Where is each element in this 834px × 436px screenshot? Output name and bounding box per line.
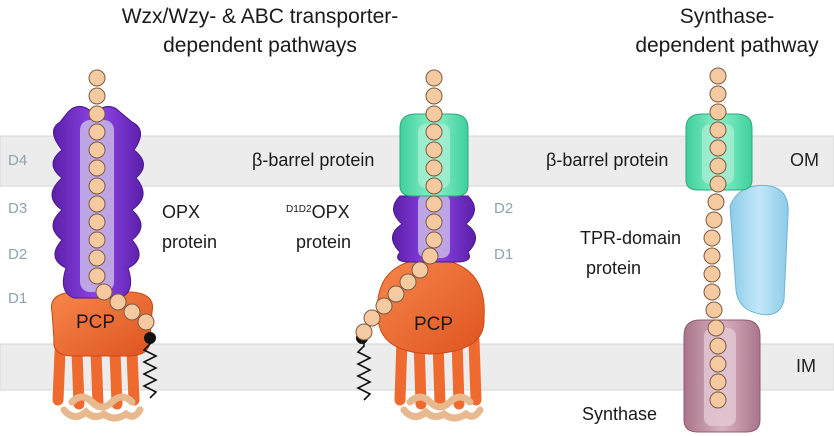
d1d2-opx-label-line1: D1D2OPX — [286, 202, 350, 223]
domain-label-d2-middle: D2 — [494, 200, 514, 217]
sugar-bead-left — [88, 249, 106, 267]
sugar-bead-right — [703, 283, 721, 301]
sugar-bead-middle — [375, 297, 393, 315]
sugar-bead-right — [709, 139, 727, 157]
domain-label-d1: D1 — [8, 290, 28, 307]
sugar-bead-left — [88, 267, 106, 285]
beta-barrel-label-middle: β-barrel protein — [252, 150, 375, 170]
sugar-bead-middle — [425, 123, 443, 141]
tpr-label-line1: TPR-domain — [580, 228, 682, 248]
sugar-bead-middle — [425, 195, 443, 213]
tpr-domain-protein — [729, 184, 789, 316]
sugar-bead-left — [88, 231, 106, 249]
polysaccharide-chains — [88, 67, 727, 409]
sugar-bead-left — [109, 293, 127, 311]
sugar-bead-left — [123, 303, 141, 321]
sugar-bead-middle — [425, 87, 443, 105]
sugar-bead-right — [703, 247, 721, 265]
sugar-bead-right — [709, 67, 727, 85]
sugar-bead-right — [705, 301, 723, 319]
pcp-label-left: PCP — [76, 312, 116, 333]
sugar-bead-middle — [399, 273, 417, 291]
sugar-bead-right — [707, 319, 725, 337]
sugar-bead-left — [88, 141, 106, 159]
sugar-bead-middle — [425, 177, 443, 195]
sugar-bead-left — [88, 123, 106, 141]
opx-label-line2: protein — [162, 232, 218, 252]
sugar-bead-right — [703, 265, 721, 283]
sugar-bead-middle — [425, 213, 443, 231]
sugar-bead-middle — [425, 105, 443, 123]
sugar-bead-left — [95, 283, 113, 301]
sugar-bead-right — [709, 121, 727, 139]
sugar-bead-left — [88, 69, 106, 87]
synthase-label: Synthase — [582, 404, 658, 424]
domain-label-d4: D4 — [8, 152, 28, 169]
domain-label-d3: D3 — [8, 200, 28, 217]
d1d2-opx-label-line2: protein — [296, 232, 352, 252]
domain-label-d2: D2 — [8, 246, 28, 263]
inner-membrane-label: IM — [796, 356, 816, 376]
lipid-anchor-left — [142, 332, 158, 399]
sugar-bead-left — [88, 177, 106, 195]
sugar-bead-right — [705, 211, 723, 229]
sugar-bead-right — [709, 373, 727, 391]
sugar-bead-middle — [425, 159, 443, 177]
sugar-bead-right — [709, 157, 727, 175]
beta-barrel-label-right: β-barrel protein — [546, 150, 669, 170]
sugar-bead-right — [709, 85, 727, 103]
sugar-bead-right — [709, 103, 727, 121]
sugar-bead-middle — [421, 247, 439, 265]
tpr-label-line2: protein — [586, 258, 642, 278]
sugar-bead-middle — [411, 261, 429, 279]
sugar-bead-left — [88, 213, 106, 231]
title-right-line2: dependent pathway — [635, 34, 819, 57]
outer-membrane-label: OM — [790, 150, 819, 170]
sugar-bead-middle — [425, 231, 443, 249]
pcp-middle — [376, 257, 485, 422]
opx-label-line1: OPX — [162, 202, 201, 222]
sugar-bead-right — [709, 175, 727, 193]
sugar-bead-right — [709, 355, 727, 373]
sugar-bead-middle — [363, 309, 381, 327]
sugar-bead-left — [88, 195, 106, 213]
d1d2-opx-name: OPX — [311, 202, 350, 222]
sugar-bead-left — [137, 313, 155, 331]
sugar-bead-right — [709, 337, 727, 355]
pcp-label-middle: PCP — [414, 314, 454, 335]
sugar-bead-middle — [355, 323, 373, 341]
sugar-bead-right — [707, 193, 725, 211]
sugar-bead-middle — [387, 285, 405, 303]
sugar-bead-right — [703, 229, 721, 247]
sugar-bead-left — [88, 159, 106, 177]
domain-label-d1-middle: D1 — [494, 246, 514, 263]
title-left-line2: dependent pathways — [163, 34, 357, 57]
title-right-line1: Synthase- — [679, 5, 775, 28]
sugar-bead-middle — [425, 69, 443, 87]
sugar-bead-right — [709, 391, 727, 409]
sugar-bead-middle — [425, 141, 443, 159]
title-left-line1: Wzx/Wzy- & ABC transporter- — [121, 5, 399, 28]
sugar-bead-left — [88, 105, 106, 123]
sugar-bead-left — [88, 87, 106, 105]
d1d2-superscript: D1D2 — [286, 204, 312, 215]
